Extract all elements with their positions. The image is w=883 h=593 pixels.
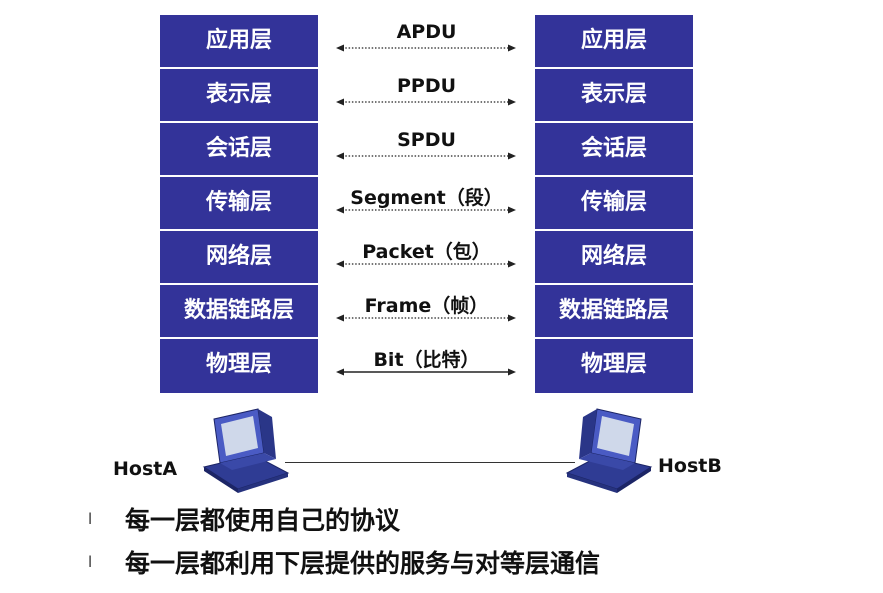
dotted-double-arrow-icon [336, 98, 516, 106]
host-b-layer-transport: 传输层 [535, 177, 693, 231]
host-a-layer-presentation: 表示层 [160, 69, 318, 123]
pdu-label-presentation: PPDU [396, 75, 457, 97]
host-b-layer-datalink: 数据链路层 [535, 285, 693, 339]
host-a-layer-stack: 应用层 表示层 会话层 传输层 网络层 数据链路层 物理层 [160, 15, 318, 393]
computer-icon [202, 408, 290, 493]
bullet-text-own-protocol: 每一层都使用自己的协议 [125, 506, 401, 535]
pdu-label-transport: Segment（段） [350, 187, 503, 209]
pdu-presentation: PPDU [318, 69, 535, 123]
host-b-layer-application: 应用层 [535, 15, 693, 69]
bullet-text-peer-communication: 每一层都利用下层提供的服务与对等层通信 [125, 549, 601, 578]
dotted-double-arrow-icon [336, 314, 516, 322]
host-a-layer-physical: 物理层 [205, 352, 272, 377]
bullet-marker: l [88, 510, 93, 528]
host-b-layer-network: 网络层 [535, 231, 693, 285]
host-b-layer-stack: 应用层 表示层 会话层 传输层 网络层 数据链路层 物理层 [535, 15, 693, 393]
host-b-layer-physical: 物理层 [580, 352, 647, 377]
host-a-layer-transport: 传输层 [160, 177, 318, 231]
dotted-double-arrow-icon [336, 44, 516, 52]
pdu-session: SPDU [318, 123, 535, 177]
network-cable [285, 462, 575, 463]
host-a-layer-network: 网络层 [160, 231, 318, 285]
solid-double-arrow-icon [336, 368, 516, 376]
pdu-physical: Bit（比特） [318, 339, 535, 393]
pdu-transport: Segment（段） [318, 177, 535, 231]
pdu-network: Packet（包） [318, 231, 535, 285]
host-a-layer-application: 应用层 [160, 15, 318, 69]
host-a-layer-session: 会话层 [160, 123, 318, 177]
dotted-double-arrow-icon [336, 260, 516, 268]
host-a-label: HostA [113, 458, 178, 480]
pdu-label-session: SPDU [397, 129, 456, 151]
host-a-layer-datalink: 数据链路层 [160, 285, 318, 339]
host-b-layer-presentation: 表示层 [535, 69, 693, 123]
host-b-layer-session: 会话层 [535, 123, 693, 177]
pdu-label-network: Packet（包） [362, 241, 491, 263]
bullet-marker: l [88, 553, 93, 571]
pdu-label-physical: Bit（比特） [373, 349, 480, 371]
pdu-datalink: Frame（帧） [318, 285, 535, 339]
dotted-double-arrow-icon [336, 152, 516, 160]
pdu-label-datalink: Frame（帧） [364, 295, 489, 317]
pdu-application: APDU [318, 15, 535, 69]
dotted-double-arrow-icon [336, 206, 516, 214]
computer-icon [565, 408, 653, 493]
pdu-label-application: APDU [396, 21, 457, 43]
host-b-label: HostB [658, 455, 722, 477]
